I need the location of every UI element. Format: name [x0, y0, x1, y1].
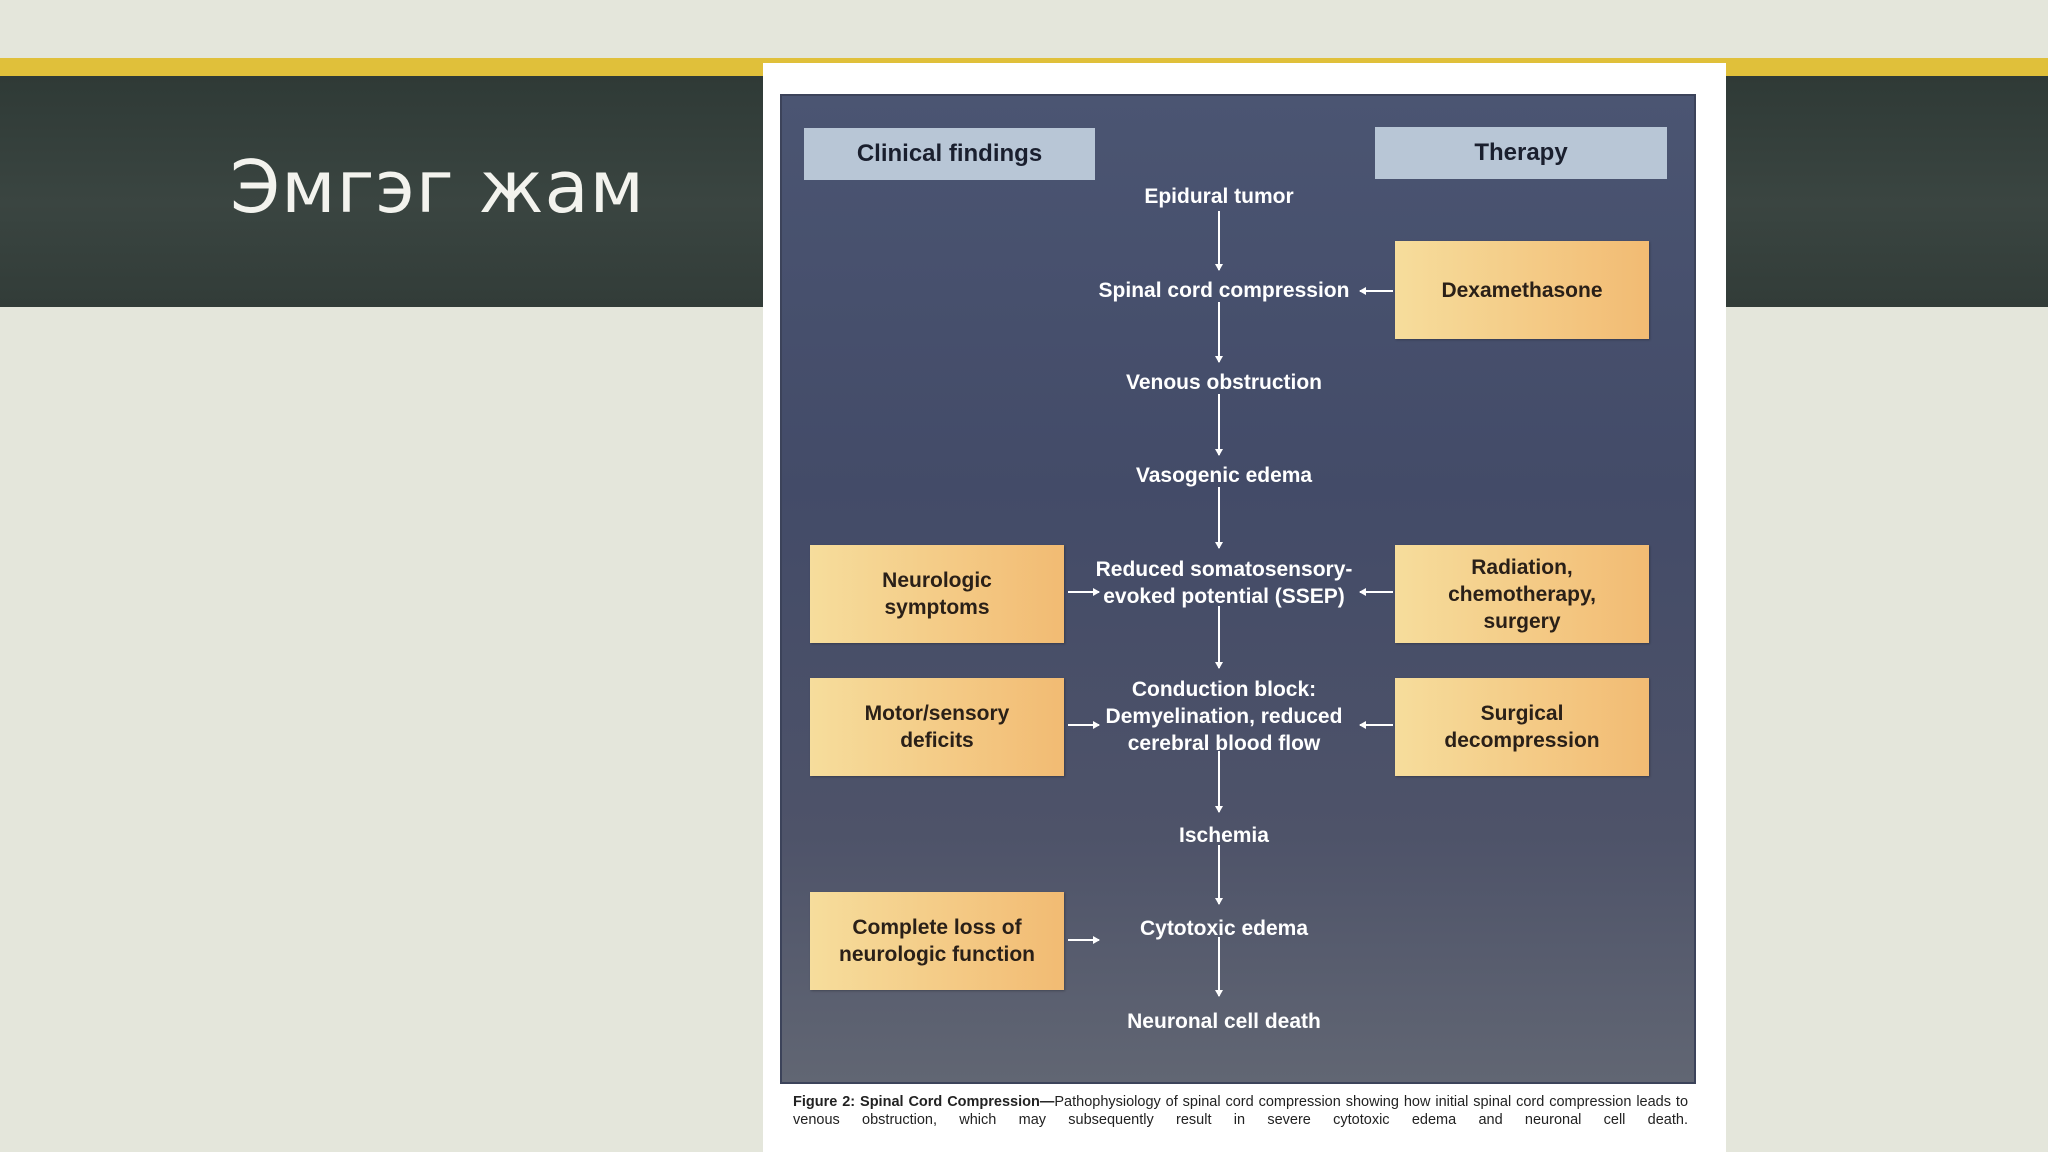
node-ischemia: Ischemia	[1179, 824, 1269, 847]
header-clinical-findings: Clinical findings	[804, 128, 1095, 180]
node-ssep: Reduced somatosensory- evoked potential …	[1095, 558, 1353, 608]
box-motor-sensory-deficits: Motor/sensory deficits	[810, 678, 1064, 776]
box-dexamethasone: Dexamethasone	[1395, 241, 1649, 339]
node-cytotoxic-edema: Cytotoxic edema	[1139, 917, 1309, 940]
node-spinal-cord-compression: Spinal cord compression	[1098, 279, 1350, 302]
node-conduction-block: Conduction block: Demyelination, reduced…	[1105, 678, 1343, 755]
box-surgical-decompression: Surgical decompression	[1395, 678, 1649, 776]
node-epidural-tumor: Epidural tumor	[1144, 185, 1294, 208]
figure-caption: Figure 2: Spinal Cord Compression—Pathop…	[793, 1093, 1688, 1129]
box-neurologic-symptoms: Neurologic symptoms	[810, 545, 1064, 643]
figure-panel: Clinical findings Therapy Epidural tumor…	[763, 63, 1726, 1152]
caption-text: Pathophysiology of spinal cord compressi…	[793, 1094, 1689, 1128]
node-neuronal-cell-death: Neuronal cell death	[1127, 1010, 1321, 1033]
slide-title: Эмгэг жам	[230, 145, 645, 229]
box-radiation-chemo-surgery: Radiation, chemotherapy, surgery	[1395, 545, 1649, 643]
caption-label: Figure 2: Spinal Cord Compression—	[793, 1094, 1055, 1110]
node-venous-obstruction: Venous obstruction	[1125, 371, 1322, 394]
flowchart-arrows	[1068, 211, 1393, 997]
node-vasogenic-edema: Vasogenic edema	[1135, 464, 1313, 487]
header-therapy: Therapy	[1375, 127, 1667, 179]
flowchart: Clinical findings Therapy Epidural tumor…	[780, 94, 1696, 1084]
box-complete-loss: Complete loss of neurologic function	[810, 892, 1064, 990]
